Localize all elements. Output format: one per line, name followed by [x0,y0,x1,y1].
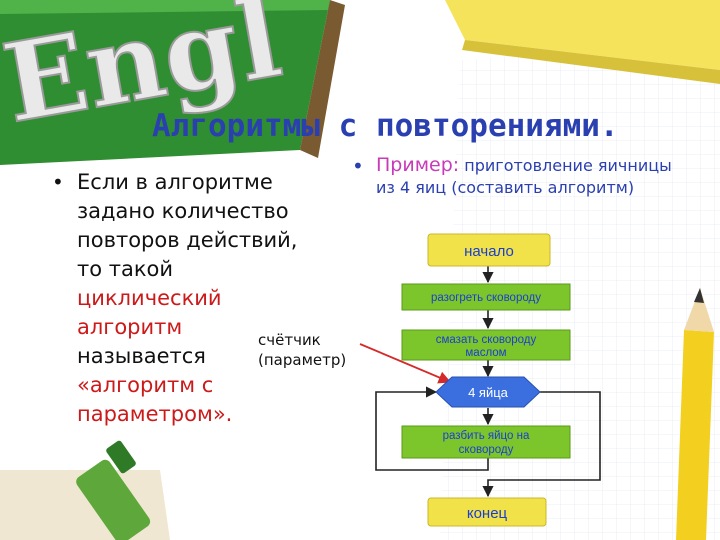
board-word: Engl [0,0,290,148]
slide-title: Алгоритмы с повторениями. [152,108,619,144]
left-bullet-text: Если в алгоритме задано количество повто… [77,168,312,429]
step-heat-pan: разогреть сковороду [401,283,571,311]
bullet-icon: • [52,170,64,194]
step3-label-line2: сковороду [459,444,514,456]
loop-label: 4 яйца [468,385,509,400]
example-label: Пример: [376,154,460,176]
left-text-part1: Если в алгоритме задано количество повто… [77,170,298,281]
end-label: конец [467,505,508,522]
example-text: приготовление яичницы из 4 яиц (составит… [376,156,672,197]
counter-pointer-arrow [359,343,452,384]
green-board: Engl [0,0,345,165]
right-bullet: • Пример: приготовление яичницы из 4 яиц… [352,154,672,199]
left-text-part3: называется [77,344,206,368]
left-bullet: • Если в алгоритме задано количество пов… [52,168,312,429]
counter-label: счётчик [258,331,321,349]
step2-label-line2: маслом [465,347,506,359]
left-text-highlight1: циклический алгоритм [77,286,222,339]
step-crack-egg: разбить яйцо на сковороду [401,425,571,459]
start-label: начало [464,243,514,260]
left-text-highlight2: «алгоритм с параметром». [77,373,233,426]
step1-label: разогреть сковороду [431,292,541,304]
step2-label-line1: смазать сковороду [436,334,537,346]
connector-loop-exit [482,391,601,498]
step3-label-line1: разбить яйцо на [443,430,530,442]
bullet-icon: • [352,154,364,178]
counter-annotation: счётчик (параметр) [258,330,368,370]
start-block: начало [427,233,551,267]
connector-loop-back [375,386,489,471]
step-grease-pan: смазать сковороду маслом [401,329,571,361]
pencil-icon [676,288,714,540]
loop-block: 4 яйца [435,376,541,408]
marker-icon [0,440,170,540]
right-bullet-text: Пример: приготовление яичницы из 4 яиц (… [376,154,672,199]
end-block: конец [427,497,547,527]
yellow-notepad [445,0,720,84]
parameter-label: (параметр) [258,351,347,369]
grid-paper [440,40,720,540]
flow-connectors [375,266,601,498]
